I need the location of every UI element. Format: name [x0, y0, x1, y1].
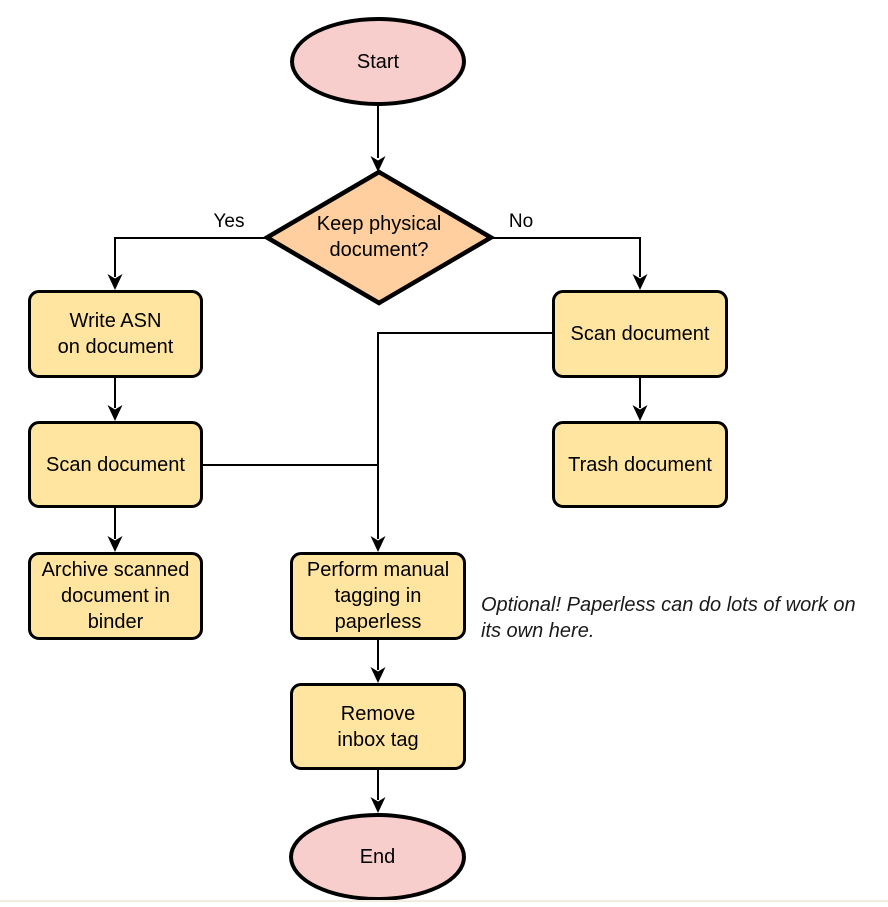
node-write-asn-label: Write ASN on document	[57, 310, 174, 358]
node-trash-document-label: Trash document	[568, 453, 712, 476]
node-end-label: End	[359, 846, 396, 868]
node-manual-tagging-label: Perform manual tagging in paperless	[306, 559, 450, 633]
node-decision-label: Keep physical document?	[316, 213, 442, 261]
node-scan-document-left-label: Scan document	[46, 453, 185, 476]
node-remove-inbox-tag: Remove inbox tag	[290, 683, 466, 770]
edge-label-yes: Yes	[213, 211, 245, 232]
decision-diamond-shape	[262, 169, 496, 306]
page-bottom-rule	[0, 900, 888, 902]
arrowhead-decision-no	[632, 274, 648, 290]
edge-decision-no	[491, 237, 641, 277]
node-archive-binder: Archive scanned document in binder	[28, 552, 203, 640]
node-scan-document-right-label: Scan document	[570, 323, 710, 345]
arrowhead-scan-to-archive	[107, 536, 123, 552]
arrowhead-tagging-to-remove	[370, 667, 386, 683]
node-scan-document-right: Scan document	[552, 290, 728, 378]
optional-note: Optional! Paperless can do lots of work …	[481, 594, 856, 642]
edge-label-no: No	[508, 211, 534, 232]
arrowhead-start-to-decision	[370, 156, 386, 172]
node-scan-document-left: Scan document	[28, 421, 203, 508]
arrowhead-writeasn-to-scan	[107, 405, 123, 421]
arrowhead-remove-to-end	[370, 797, 386, 813]
edge-decision-yes	[114, 237, 267, 277]
node-manual-tagging: Perform manual tagging in paperless	[290, 552, 466, 640]
edge-scanright-to-tagging	[377, 332, 552, 539]
arrowhead-to-tagging	[370, 536, 386, 552]
node-start: Start	[290, 17, 466, 106]
node-archive-binder-label: Archive scanned document in binder	[41, 559, 190, 633]
node-start-label: Start	[356, 50, 400, 73]
arrowhead-decision-yes	[107, 274, 123, 290]
arrowhead-scan-to-trash	[632, 405, 648, 421]
node-trash-document: Trash document	[552, 421, 728, 508]
node-write-asn: Write ASN on document	[28, 290, 203, 378]
node-remove-inbox-tag-label: Remove inbox tag	[337, 702, 419, 751]
node-end: End	[289, 813, 466, 901]
